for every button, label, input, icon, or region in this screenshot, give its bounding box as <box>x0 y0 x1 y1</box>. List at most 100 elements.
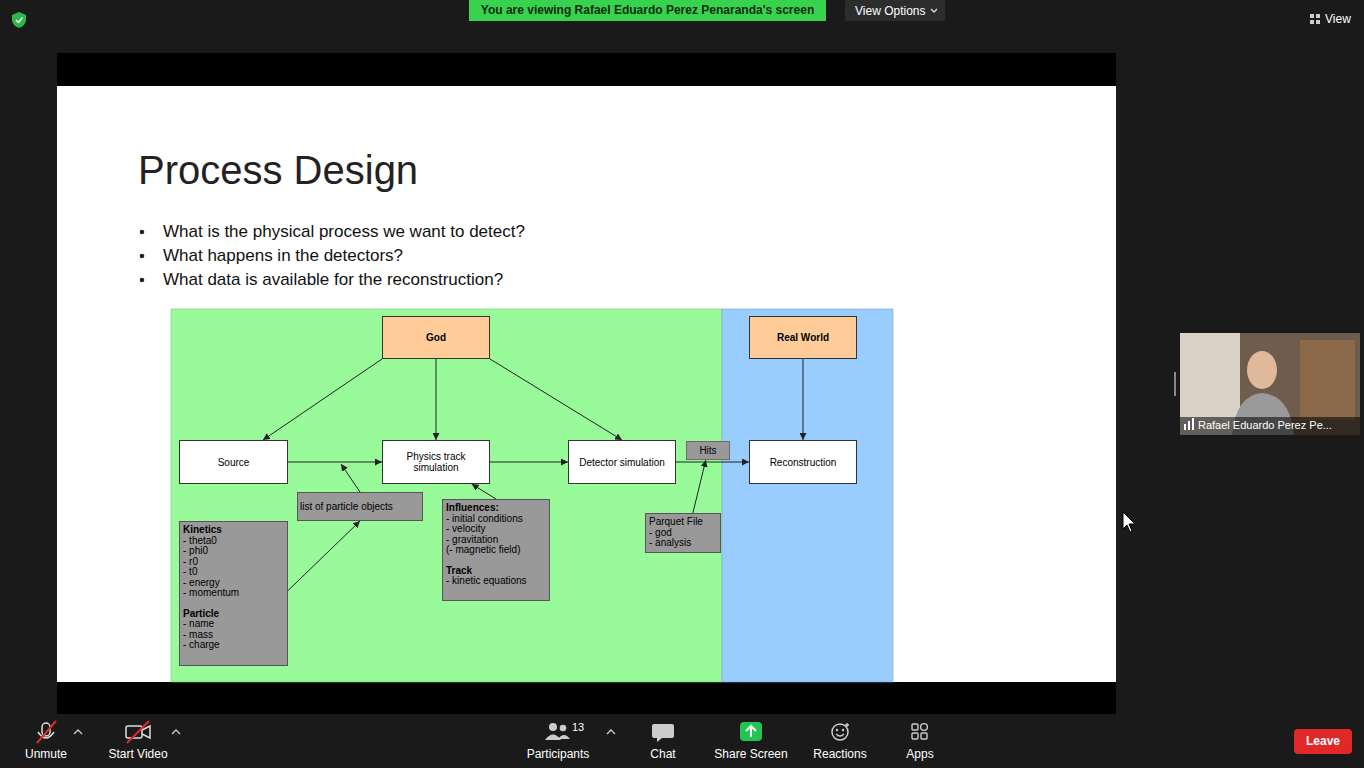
reactions-icon <box>832 723 849 740</box>
view-icon <box>1310 14 1320 24</box>
toolbar-label: Start Video <box>93 747 183 761</box>
node-text: - kinetic equations <box>446 576 546 587</box>
view-options-text: View Options <box>855 4 927 18</box>
connector <box>490 462 568 463</box>
view-options-button <box>845 0 945 21</box>
data-box: list of particle objects <box>297 492 423 521</box>
toolbar-label: Apps <box>885 747 955 761</box>
node-text: - momentum <box>183 588 284 599</box>
process-box: Source <box>179 440 288 484</box>
bullet-text: What happens in the detectors? <box>163 246 863 266</box>
caret <box>172 730 180 734</box>
node-text: list of particle objects <box>300 501 420 512</box>
share-icon <box>740 722 762 741</box>
node-text: - charge <box>183 640 284 651</box>
node-text: Particle <box>183 609 284 620</box>
participant-name: Rafael Eduardo Perez Pe... <box>1198 419 1358 431</box>
bullet <box>140 254 145 259</box>
bullet-text: What is the physical process we want to … <box>163 222 863 242</box>
data-box: Hits <box>686 441 730 460</box>
node-text: - gravitation <box>446 535 546 546</box>
node-text: - analysis <box>649 538 717 549</box>
connector <box>288 521 360 591</box>
node-text: - velocity <box>446 524 546 535</box>
bullet <box>140 230 145 235</box>
node-text: Source <box>218 457 250 468</box>
node-text: God <box>426 332 446 343</box>
process-box: Physics track simulation <box>382 440 490 484</box>
toolbar-label: Share Screen <box>701 747 801 761</box>
view-text: View <box>1325 12 1361 26</box>
node-text: Real World <box>777 332 829 343</box>
slide <box>57 86 1116 682</box>
node-text: Physics track simulation <box>393 451 479 473</box>
node-text: Detector simulation <box>579 457 665 468</box>
node-text: - name <box>183 619 284 630</box>
toolbar <box>0 714 1364 768</box>
node-text: - mass <box>183 630 284 641</box>
node-text: (- magnetic field) <box>446 545 546 556</box>
leave-button <box>1294 729 1352 754</box>
process-box: Detector simulation <box>568 440 676 484</box>
video-door <box>1300 340 1355 420</box>
connector <box>490 359 622 440</box>
process-box: Reconstruction <box>749 440 857 484</box>
node-text: - phi0 <box>183 546 284 557</box>
node-text: - r0 <box>183 557 284 568</box>
connector <box>803 359 804 440</box>
node-text: - god <box>649 528 717 539</box>
node-text: - t0 <box>183 567 284 578</box>
chat-icon <box>652 724 674 742</box>
tile-handle <box>1174 372 1176 396</box>
note-box: Parquet File- god- analysis <box>645 513 721 553</box>
shield-icon <box>12 12 26 28</box>
chevron <box>931 9 937 12</box>
slide-letterbox <box>57 53 1116 714</box>
toolbar-label: Reactions <box>795 747 885 761</box>
caret <box>74 730 82 734</box>
connector <box>436 359 437 440</box>
feed-arrow <box>341 464 360 492</box>
share-banner <box>469 0 826 21</box>
participants-icon <box>545 723 570 740</box>
connector <box>693 460 706 513</box>
camera-icon <box>126 721 150 743</box>
toolbar-label: Chat <box>623 747 703 761</box>
apps-icon <box>912 724 927 739</box>
connector <box>676 462 749 463</box>
node-text: Parquet File <box>649 517 717 528</box>
mic-icon <box>37 721 56 743</box>
real-band <box>722 309 893 682</box>
name-band <box>1180 417 1360 435</box>
node-text: Influences: <box>446 503 546 514</box>
bullet <box>140 278 145 283</box>
share-banner-text: You are viewing Rafael Eduardo Perez Pen… <box>469 3 826 17</box>
video-face <box>1247 351 1277 389</box>
toolbar-label: Unmute <box>0 747 92 761</box>
leave-text: Leave <box>1294 734 1352 748</box>
node-text: Reconstruction <box>770 457 837 468</box>
note-box: Kinetics- theta0- phi0- r0- t0- energy- … <box>179 521 288 666</box>
actor-box: God <box>382 316 490 359</box>
connector <box>263 359 382 440</box>
connector <box>472 484 496 499</box>
toolbar-label: Participants <box>508 747 608 761</box>
node-text: - initial conditions <box>446 514 546 525</box>
node-text: Kinetics <box>183 525 284 536</box>
node-text: Hits <box>699 445 716 456</box>
shield-check <box>16 18 23 23</box>
actor-box: Real World <box>749 316 857 359</box>
node-text: Track <box>446 566 546 577</box>
caret <box>607 730 615 734</box>
node-text: - energy <box>183 578 284 589</box>
bullet-text: What data is available for the reconstru… <box>163 270 863 290</box>
connector <box>288 462 382 463</box>
slide-title: Process Design <box>138 148 418 193</box>
participant-count: 13 <box>572 721 592 733</box>
simulation-band <box>171 309 722 682</box>
note-box: Influences:- initial conditions- velocit… <box>442 499 550 601</box>
video-tile <box>1180 333 1360 435</box>
mouse-cursor <box>1123 512 1135 532</box>
